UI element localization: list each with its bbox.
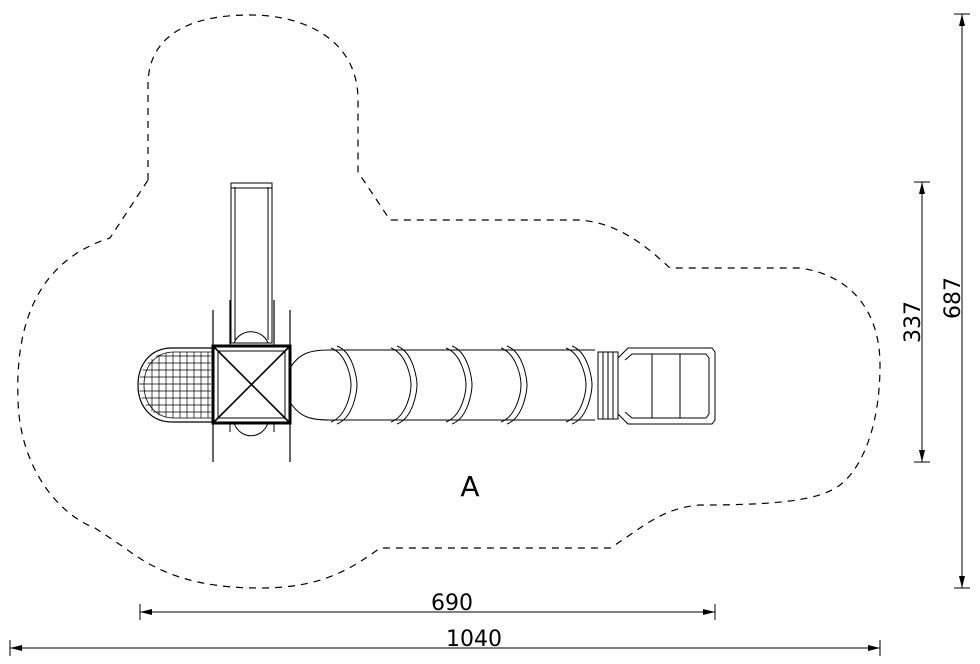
tube-slide <box>289 345 595 425</box>
dimension-1040: 1040 <box>446 627 502 652</box>
dimension-687: 687 <box>941 277 966 319</box>
slide-exit <box>597 347 716 425</box>
climbing-net <box>137 347 213 423</box>
dimension-690: 690 <box>431 591 473 616</box>
safety-zone-outline <box>17 14 881 589</box>
platform-tower <box>211 344 292 437</box>
dimension-337: 337 <box>901 301 926 343</box>
dimension-lines <box>9 13 970 656</box>
frame-posts <box>212 300 291 462</box>
upper-slide <box>230 182 273 344</box>
zone-label: A <box>460 470 479 503</box>
